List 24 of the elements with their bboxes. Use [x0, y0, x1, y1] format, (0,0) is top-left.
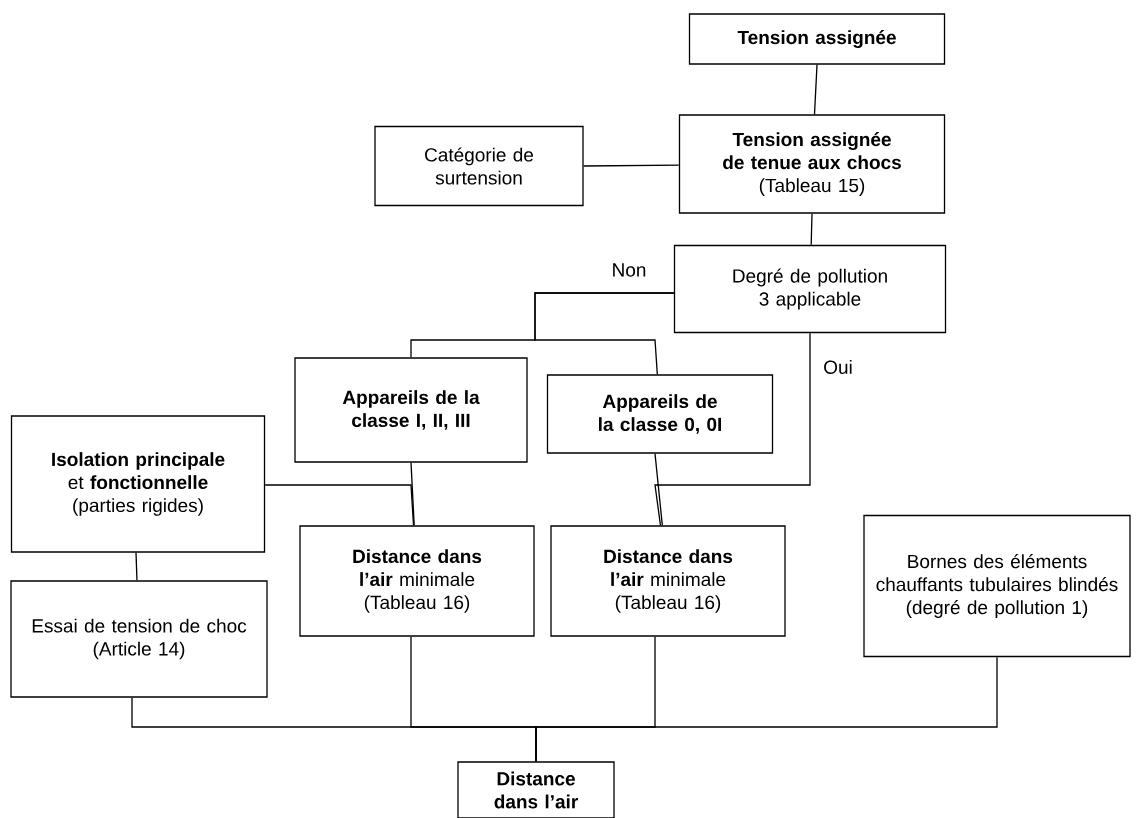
flowchart-box: Essai de tension de choc (Article 14): [10, 580, 268, 698]
connector-line: [535, 656, 998, 762]
flowchart-box: Distance dans l’air: [457, 761, 615, 818]
flowchart-box: Tension assignée de tenue aux chocs (Tableau 15): [678, 114, 946, 214]
flowchart-box: Distance dans l’air minimale (Tableau 16): [299, 525, 535, 637]
flowchart-box: Appareils de la classe I, II, III: [294, 357, 528, 463]
flowchart-box: Appareils de la classe 0, 0I: [546, 374, 774, 454]
connector-line: [583, 164, 680, 167]
connector-line: [813, 64, 818, 115]
flowchart-box: Degré de pollution 3 applicable: [673, 244, 947, 334]
flowchart-box: Tension assignée: [688, 13, 946, 65]
connector-line: [410, 462, 415, 526]
edge-label: Oui: [822, 359, 854, 375]
edge-label: Non: [610, 262, 648, 278]
connector-line: [264, 484, 415, 526]
connector-line: [135, 552, 138, 581]
flowchart-box: Catégorie de surtension: [374, 125, 584, 207]
flowchart-box: Bornes des éléments chauffants tubulaires blindés (degré de pollution 1): [863, 514, 1131, 658]
connector-line: [654, 332, 811, 526]
connector-line: [534, 292, 675, 375]
flowchart-box: Isolation principale et fonctionnelle (parties rigides): [10, 415, 266, 553]
flowchart-box: Distance dans l’air minimale (Tableau 16): [550, 525, 786, 637]
connector-line: [654, 453, 663, 526]
connector-line: [810, 213, 813, 246]
